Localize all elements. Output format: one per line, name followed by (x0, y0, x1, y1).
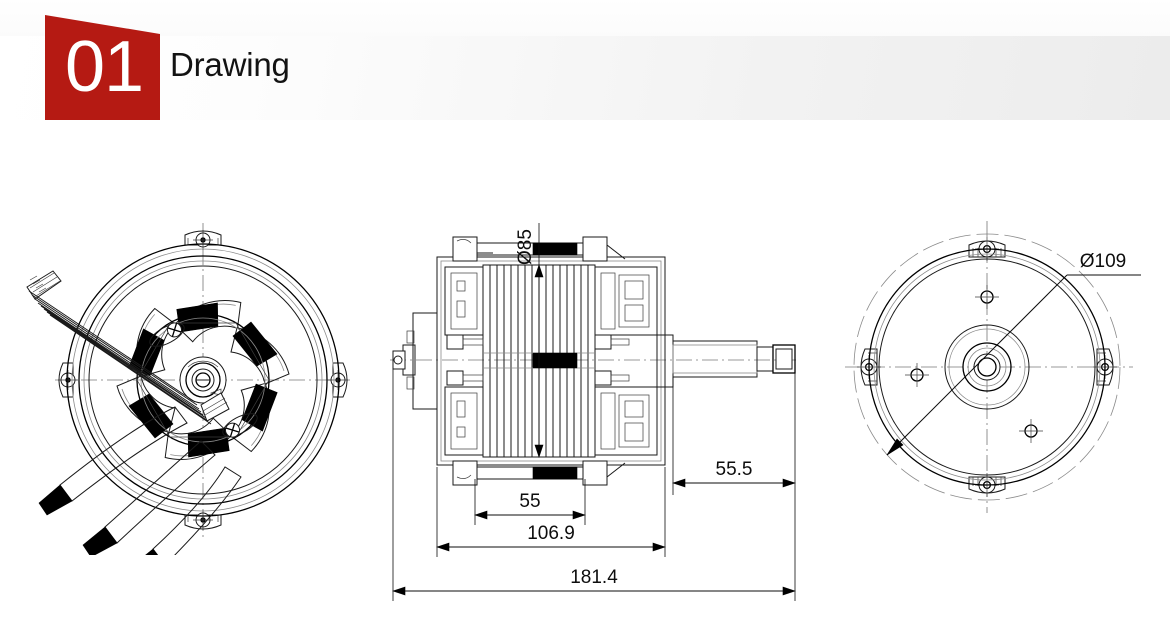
dimension-diameter-85: Ø85 (515, 223, 544, 458)
drawing-canvas: Ø85 55.5 55 106.9 (0, 130, 1170, 640)
housing-outline-front (868, 248, 1106, 486)
dimension-181-4: 181.4 (392, 369, 796, 601)
motor-housing-outline (66, 243, 340, 517)
dimension-label-d109: Ø109 (1080, 251, 1126, 272)
output-shaft (672, 340, 796, 378)
shaft-bore-hub (944, 324, 1030, 410)
phase-wires (38, 406, 242, 555)
dimension-label-55-5: 55.5 (716, 459, 753, 480)
hall-sensor-ribbon-cable (26, 270, 230, 425)
view-front-end: Ø109 (845, 221, 1141, 513)
section-number-banner (45, 15, 160, 120)
dimension-label-55: 55 (519, 491, 540, 512)
dimension-label-181-4: 181.4 (570, 567, 618, 588)
view-rear-end (26, 223, 350, 555)
dimension-label-106-9: 106.9 (527, 523, 575, 544)
stator-coil-assembly (116, 300, 290, 460)
header-top-highlight (0, 0, 1170, 36)
screw-details (149, 322, 258, 438)
dimension-55-5: 55.5 (672, 373, 796, 495)
dimension-diameter-109: Ø109 (886, 251, 1141, 456)
page-title: Drawing (170, 46, 290, 83)
rear-endcap (392, 312, 438, 410)
dimension-label-d85: Ø85 (515, 229, 536, 265)
winding-block-left (444, 266, 484, 456)
view-side-section: Ø85 55.5 55 106.9 (390, 223, 800, 601)
section-number: 01 (64, 27, 144, 107)
winding-block-right (594, 266, 658, 456)
motor-body (436, 256, 666, 466)
dimension-106-9: 106.9 (436, 467, 666, 557)
page-header: 01 Drawing (0, 0, 1170, 130)
shaft-boss (179, 356, 227, 404)
inner-bolt-holes (905, 285, 1043, 443)
end-bell-flanges (452, 236, 626, 486)
dimension-55: 55 (474, 479, 586, 525)
